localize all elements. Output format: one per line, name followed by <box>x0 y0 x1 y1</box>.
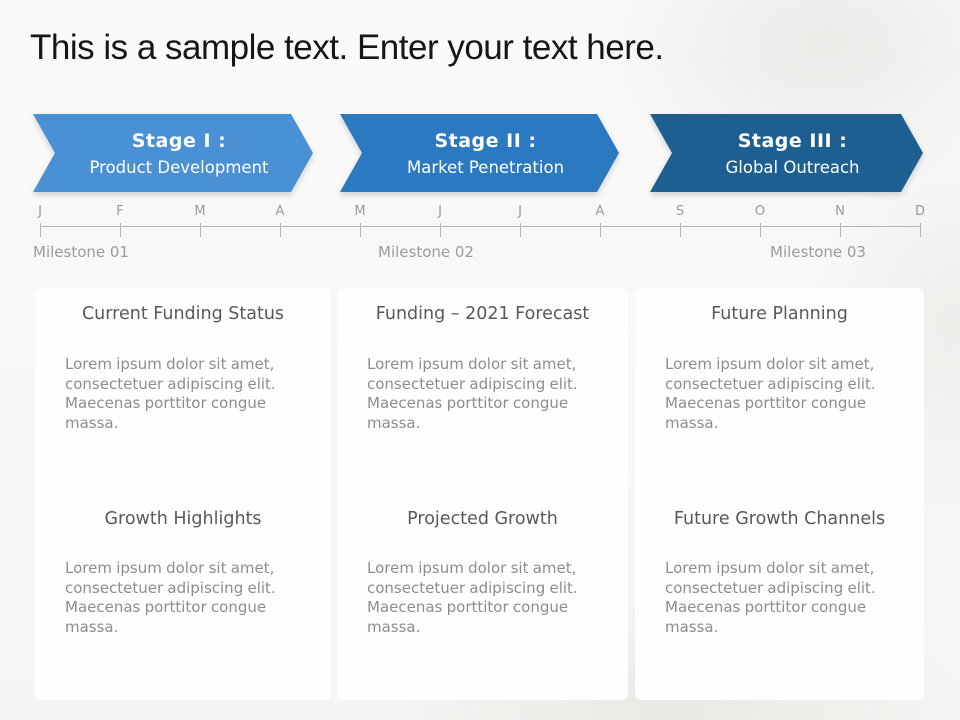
stage-1-label: Stage I : <box>131 129 227 152</box>
timeline-tick <box>360 223 361 237</box>
month-label-nov: N <box>835 204 845 219</box>
timeline-tick <box>40 223 41 237</box>
timeline-tick <box>760 223 761 237</box>
stage-3-chevron-shape: Stage III : Global Outreach <box>650 114 923 192</box>
month-label-dec: D <box>914 204 925 219</box>
month-label-mar: M <box>194 204 206 219</box>
milestone-1-label: Milestone 01 <box>33 243 129 261</box>
card-column-2: Funding – 2021 Forecast Lorem ipsum dolo… <box>337 288 628 700</box>
stage-2-label: Stage II : <box>434 129 537 152</box>
milestone-3-label: Milestone 03 <box>770 243 866 261</box>
stage-3-name: Global Outreach <box>725 157 860 177</box>
month-label-may: M <box>354 204 366 219</box>
timeline-axis <box>40 226 921 227</box>
slide-title: This is a sample text. Enter your text h… <box>30 28 664 67</box>
stage-2-name: Market Penetration <box>406 157 565 177</box>
stage-2-chevron: Stage II : Market Penetration <box>340 114 619 192</box>
card-title: Current Funding Status <box>81 304 285 324</box>
card-title: Funding – 2021 Forecast <box>375 304 590 324</box>
timeline-tick <box>840 223 841 237</box>
month-label-aug: A <box>595 204 605 219</box>
milestone-2-label: Milestone 02 <box>378 243 474 261</box>
card-body: Lorem ipsum dolor sit amet, consectetuer… <box>65 559 276 636</box>
timeline-tick <box>680 223 681 237</box>
card-title: Future Growth Channels <box>673 509 886 529</box>
timeline-tick <box>120 223 121 237</box>
month-label-jul: J <box>518 204 522 219</box>
card-body: Lorem ipsum dolor sit amet, consectetuer… <box>367 559 578 636</box>
card-column-1: Current Funding Status Lorem ipsum dolor… <box>35 288 331 700</box>
timeline-tick <box>280 223 281 237</box>
stage-1-name: Product Development <box>89 157 269 177</box>
stage-2-chevron-shape: Stage II : Market Penetration <box>340 114 619 192</box>
timeline-tick <box>920 223 921 237</box>
card-column-3: Future Planning Lorem ipsum dolor sit am… <box>635 288 924 700</box>
card-body: Lorem ipsum dolor sit amet, consectetuer… <box>665 559 876 636</box>
stage-3-chevron: Stage III : Global Outreach <box>650 114 923 192</box>
month-label-feb: F <box>116 204 124 219</box>
stage-3-label: Stage III : <box>737 129 848 152</box>
card-body: Lorem ipsum dolor sit amet, consectetuer… <box>367 355 578 432</box>
stage-1-chevron-shape: Stage I : Product Development <box>33 114 313 192</box>
timeline-tick <box>200 223 201 237</box>
card-body: Lorem ipsum dolor sit amet, consectetuer… <box>665 355 876 432</box>
month-label-apr: A <box>275 204 285 219</box>
timeline-tick <box>440 223 441 237</box>
month-label-sep: S <box>675 204 685 219</box>
card-title: Projected Growth <box>407 509 558 529</box>
timeline-tick <box>520 223 521 237</box>
timeline-tick <box>600 223 601 237</box>
stage-1-chevron: Stage I : Product Development <box>33 114 313 192</box>
month-label-jan: J <box>38 204 42 219</box>
card-title: Future Planning <box>711 304 848 324</box>
card-body: Lorem ipsum dolor sit amet, consectetuer… <box>65 355 276 432</box>
card-title: Growth Highlights <box>104 509 262 529</box>
month-label-oct: O <box>754 204 766 219</box>
month-label-jun: J <box>438 204 442 219</box>
